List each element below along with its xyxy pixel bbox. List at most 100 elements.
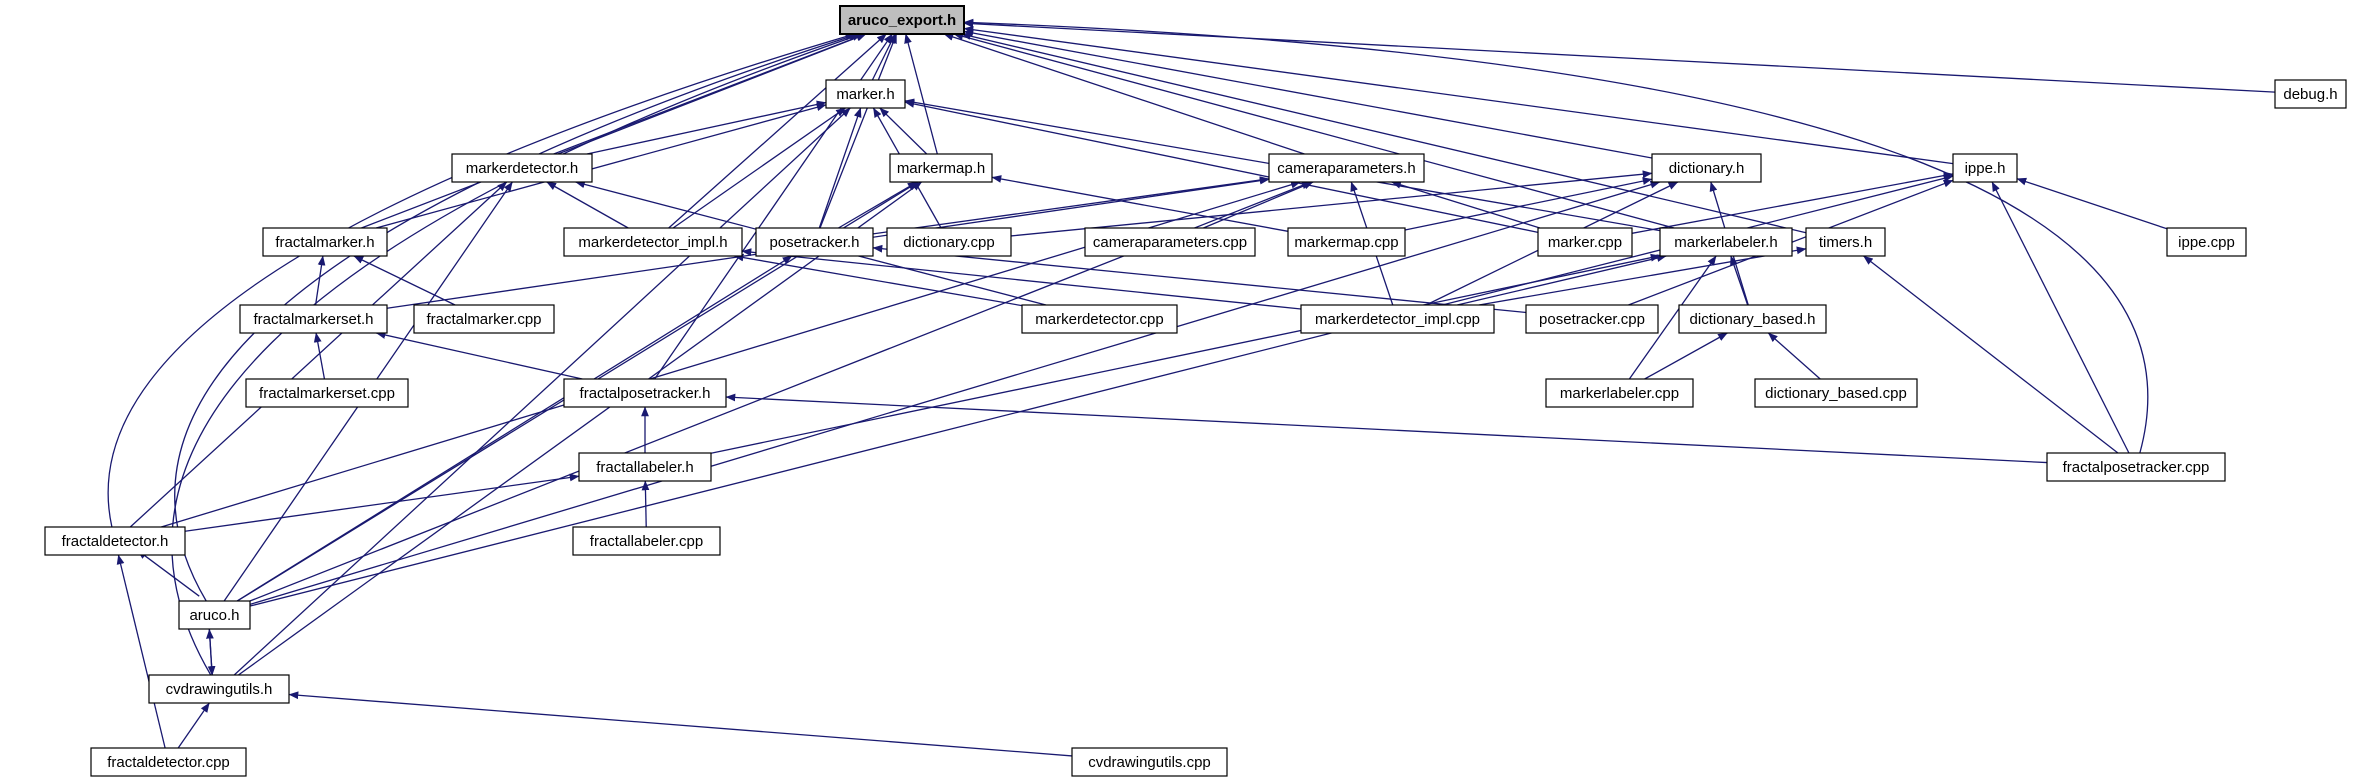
node-box[interactable] xyxy=(239,304,388,334)
edge-marker.cpp-cameraparameters.h xyxy=(1391,181,1541,229)
edge-markermap.cpp-markermap.h xyxy=(991,175,1289,232)
node-timers.h[interactable]: timers.h xyxy=(1805,227,1886,257)
edge-markerdetector_impl.h-markerdetector.h xyxy=(546,181,629,229)
node-ippe.cpp[interactable]: ippe.cpp xyxy=(2166,227,2247,257)
node-box[interactable] xyxy=(563,227,743,257)
node-box[interactable] xyxy=(148,674,290,704)
node-fractalmarker.cpp[interactable]: fractalmarker.cpp xyxy=(413,304,555,334)
edge-markerdetector_impl.h-aruco_export.h xyxy=(668,33,887,229)
node-box[interactable] xyxy=(1678,304,1827,334)
node-markerdetector_impl.cpp[interactable]: markerdetector_impl.cpp xyxy=(1300,304,1495,334)
node-marker.cpp[interactable]: marker.cpp xyxy=(1537,227,1633,257)
edge-aruco.h-fractaldetector.h xyxy=(137,549,200,597)
edge-aruco.h-dictionary.h xyxy=(249,180,1661,605)
node-box[interactable] xyxy=(1268,153,1425,183)
node-markerdetector.h[interactable]: markerdetector.h xyxy=(451,153,593,183)
edge-fractalposetracker.cpp-timers.h xyxy=(1863,255,2119,454)
node-dictionary.cpp[interactable]: dictionary.cpp xyxy=(886,227,1012,257)
node-markermap.cpp[interactable]: markermap.cpp xyxy=(1287,227,1406,257)
node-box[interactable] xyxy=(1525,304,1659,334)
node-label: markerlabeler.h xyxy=(1674,234,1777,251)
node-box[interactable] xyxy=(578,452,712,482)
node-box[interactable] xyxy=(563,378,727,408)
node-box[interactable] xyxy=(1805,227,1886,257)
node-aruco_export.h[interactable]: aruco_export.h xyxy=(839,5,965,35)
node-box[interactable] xyxy=(1537,227,1633,257)
node-box[interactable] xyxy=(90,747,247,777)
node-box[interactable] xyxy=(1084,227,1256,257)
node-box[interactable] xyxy=(245,378,409,408)
edge-fractaldetector.h-fractallabeler.h xyxy=(184,473,580,532)
node-cameraparameters.h[interactable]: cameraparameters.h xyxy=(1268,153,1425,183)
node-box[interactable] xyxy=(1651,153,1762,183)
node-cvdrawingutils.cpp[interactable]: cvdrawingutils.cpp xyxy=(1071,747,1228,777)
node-box[interactable] xyxy=(1659,227,1793,257)
node-label: ippe.cpp xyxy=(2178,234,2235,251)
node-fractalmarkerset.cpp[interactable]: fractalmarkerset.cpp xyxy=(245,378,409,408)
node-box[interactable] xyxy=(2046,452,2226,482)
edge-fractalposetracker.cpp-aruco_export.h xyxy=(963,18,2149,454)
node-fractalposetracker.h[interactable]: fractalposetracker.h xyxy=(563,378,727,408)
node-box[interactable] xyxy=(1545,378,1694,408)
node-markerdetector.cpp[interactable]: markerdetector.cpp xyxy=(1021,304,1178,334)
edge-posetracker.h-markermap.h xyxy=(838,181,918,229)
node-fractalmarker.h[interactable]: fractalmarker.h xyxy=(262,227,388,257)
node-label: posetracker.cpp xyxy=(1539,311,1645,328)
node-markerlabeler.h[interactable]: markerlabeler.h xyxy=(1659,227,1793,257)
node-box[interactable] xyxy=(178,600,251,630)
node-box[interactable] xyxy=(839,5,965,35)
node-dictionary_based.cpp[interactable]: dictionary_based.cpp xyxy=(1754,378,1918,408)
node-label: aruco_export.h xyxy=(848,12,956,29)
node-fractallabeler.h[interactable]: fractallabeler.h xyxy=(578,452,712,482)
node-debug.h[interactable]: debug.h xyxy=(2274,79,2347,109)
node-box[interactable] xyxy=(1754,378,1918,408)
node-label: markerdetector.cpp xyxy=(1035,311,1163,328)
node-box[interactable] xyxy=(755,227,874,257)
edge-fractalmarker.cpp-fractalmarker.h xyxy=(353,255,456,306)
node-fractallabeler.cpp[interactable]: fractallabeler.cpp xyxy=(572,526,721,556)
node-posetracker.cpp[interactable]: posetracker.cpp xyxy=(1525,304,1659,334)
node-box[interactable] xyxy=(2274,79,2347,109)
node-dictionary_based.h[interactable]: dictionary_based.h xyxy=(1678,304,1827,334)
node-markermap.h[interactable]: markermap.h xyxy=(889,153,993,183)
edge-posetracker.h-cameraparameters.h xyxy=(872,176,1270,235)
node-box[interactable] xyxy=(572,526,721,556)
edge-markerdetector_impl.cpp-markerdetector_impl.h xyxy=(741,248,1302,310)
edge-markerlabeler.h-aruco_export.h xyxy=(953,32,1675,229)
node-fractalposetracker.cpp[interactable]: fractalposetracker.cpp xyxy=(2046,452,2226,482)
node-fractaldetector.h[interactable]: fractaldetector.h xyxy=(44,526,186,556)
edge-markermap.h-marker.h xyxy=(879,107,928,155)
node-label: fractallabeler.h xyxy=(596,459,694,476)
node-posetracker.h[interactable]: posetracker.h xyxy=(755,227,874,257)
edge-cameraparameters.h-aruco_export.h xyxy=(943,33,1305,155)
node-box[interactable] xyxy=(886,227,1012,257)
node-fractalmarkerset.h[interactable]: fractalmarkerset.h xyxy=(239,304,388,334)
node-aruco.h[interactable]: aruco.h xyxy=(178,600,251,630)
node-box[interactable] xyxy=(825,79,906,109)
node-cameraparameters.cpp[interactable]: cameraparameters.cpp xyxy=(1084,227,1256,257)
edge-fractallabeler.h-markerlabeler.h xyxy=(710,253,1661,454)
edge-fractaldetector.cpp-fractaldetector.h xyxy=(116,554,166,749)
node-markerdetector_impl.h[interactable]: markerdetector_impl.h xyxy=(563,227,743,257)
node-box[interactable] xyxy=(413,304,555,334)
edge-fractaldetector.h-markerdetector.h xyxy=(129,181,508,528)
node-box[interactable] xyxy=(262,227,388,257)
node-fractaldetector.cpp[interactable]: fractaldetector.cpp xyxy=(90,747,247,777)
node-ippe.h[interactable]: ippe.h xyxy=(1952,153,2018,183)
node-box[interactable] xyxy=(451,153,593,183)
edge-markermap.cpp-dictionary.h xyxy=(1404,177,1653,231)
node-box[interactable] xyxy=(1952,153,2018,183)
node-label: fractallabeler.cpp xyxy=(590,533,703,550)
node-marker.h[interactable]: marker.h xyxy=(825,79,906,109)
node-cvdrawingutils.h[interactable]: cvdrawingutils.h xyxy=(148,674,290,704)
node-dictionary.h[interactable]: dictionary.h xyxy=(1651,153,1762,183)
node-box[interactable] xyxy=(1287,227,1406,257)
edge-cvdrawingutils.h-aruco_export.h xyxy=(171,33,863,676)
node-markerlabeler.cpp[interactable]: markerlabeler.cpp xyxy=(1545,378,1694,408)
node-box[interactable] xyxy=(1300,304,1495,334)
node-box[interactable] xyxy=(1071,747,1228,777)
node-box[interactable] xyxy=(44,526,186,556)
node-box[interactable] xyxy=(2166,227,2247,257)
node-box[interactable] xyxy=(889,153,993,183)
node-box[interactable] xyxy=(1021,304,1178,334)
